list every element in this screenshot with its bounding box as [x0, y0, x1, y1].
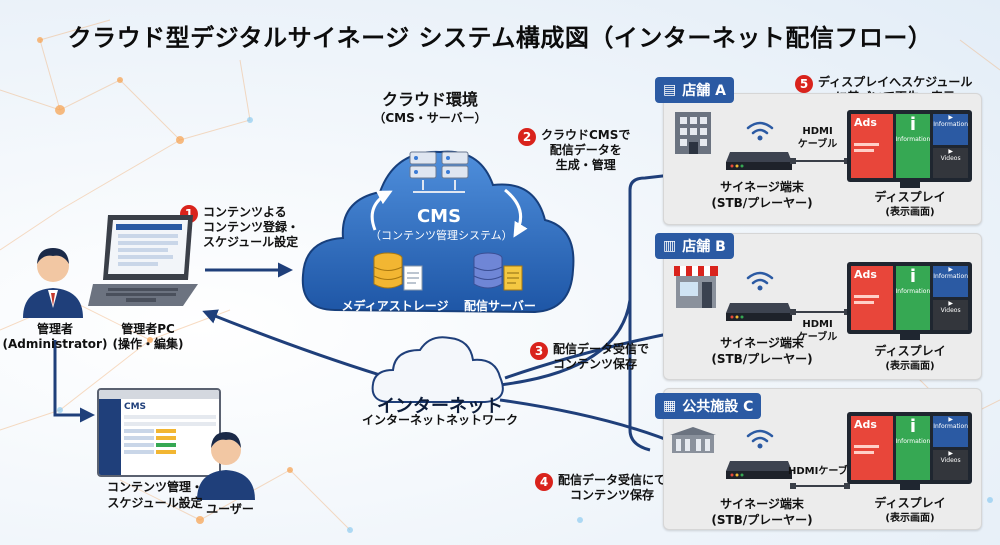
stb-device [726, 461, 792, 479]
page-title: クラウド型デジタルサイネージ システム構成図（インターネット配信フロー） [67, 24, 933, 52]
store-b-tag-label: 店舗 B [682, 239, 726, 255]
admin-pc-sublabel: (操作・編集) [112, 337, 184, 351]
wifi-icon [746, 429, 774, 449]
store-b-display-label: ディスプレイ [874, 344, 946, 358]
store-c-stb-label: サイネージ端末 [720, 497, 804, 511]
user-cms-window: CMS [97, 388, 221, 477]
store-c-stb-sub: (STB/プレーヤー) [711, 513, 813, 527]
store-c-cable-label: HDMIケーブル [788, 466, 858, 477]
store-b-cable-label: HDMI ケーブル [797, 319, 838, 343]
step-2-text: クラウドCMSで 配信データを 生成・管理 [541, 128, 631, 172]
store-a-stb-label: サイネージ端末 [720, 180, 804, 194]
step-2: 2 クラウドCMSで 配信データを 生成・管理 [518, 128, 630, 173]
arrow-admin-to-user [53, 340, 95, 423]
shop-front-icon [674, 266, 718, 308]
media-storage-label: メディアストレージ [341, 299, 449, 313]
info-video-tile: ▶Information [933, 266, 968, 297]
internet-title: インターネット [377, 396, 503, 417]
user-label: ユーザー [206, 502, 254, 516]
store-c-tag-label: 公共施設 C [682, 399, 754, 415]
step-3-text: 配信データ受信で コンテンツ保存 [553, 342, 650, 371]
ads-tile: Ads [851, 266, 893, 330]
wifi-icon [746, 121, 774, 141]
stb-device [726, 303, 792, 321]
hdmi-cable [790, 483, 850, 489]
store-b-stb-label: サイネージ端末 [720, 336, 804, 350]
office-building-icon [675, 112, 711, 154]
step-2-number: 2 [518, 128, 536, 146]
cloud-heading-sub: （CMS・サーバー） [373, 111, 487, 125]
cms-title: CMS [416, 206, 462, 227]
ads-tile: Ads [851, 114, 893, 178]
step-1: 1 コンテンツよる コンテンツ登録・ スケジュール設定 [180, 205, 299, 250]
store-icon: ▤ [663, 82, 677, 98]
display-stand [900, 334, 920, 340]
cms-server-icon [409, 151, 469, 193]
media-storage-icon [373, 252, 423, 291]
arrow-internet-to-admin [202, 309, 381, 377]
admin-label: 管理者 [36, 322, 73, 336]
store-b-display-sub: (表示画面) [885, 361, 935, 372]
store-b-tag: ▥ 店舗 B [655, 233, 734, 259]
store-a-tag-label: 店舗 A [682, 83, 726, 99]
video-tile: ▶Videos [933, 147, 968, 178]
display-stand [900, 182, 920, 188]
store-c-display-sub: (表示画面) [885, 513, 935, 524]
admin-person-icon [23, 248, 83, 318]
store-a-display-sub: (表示画面) [885, 207, 935, 218]
step-5-number: 5 [795, 75, 813, 93]
display-stand [900, 484, 920, 490]
video-tile: ▶Videos [933, 449, 968, 480]
step-3: 3 配信データ受信で コンテンツ保存 [530, 342, 649, 372]
wifi-icon [746, 271, 774, 291]
hdmi-cable [790, 158, 850, 164]
store-c-tag: ▦ 公共施設 C [655, 393, 762, 419]
cloud-heading: クラウド環境 [381, 90, 478, 109]
info-video-tile: ▶Information [933, 416, 968, 447]
step-4: 4 配信データ受信にて コンテンツ保存 [535, 473, 666, 503]
store-a-tag: ▤ 店舗 A [655, 77, 734, 103]
user-screen-label: コンテンツ管理・ スケジュール設定 [106, 480, 203, 510]
ads-tile: Ads [851, 416, 893, 480]
distribution-server-icon [473, 252, 523, 291]
info-video-tile: ▶Information [933, 114, 968, 145]
internet-cloud [371, 336, 504, 403]
user-person-icon [197, 432, 255, 500]
internet-subtitle: インターネットネットワーク [361, 413, 518, 427]
step-4-text: 配信データ受信にて コンテンツ保存 [558, 473, 667, 502]
step-3-number: 3 [530, 342, 548, 360]
arrow-to-store-a [499, 163, 718, 387]
admin-laptop-icon [88, 215, 198, 306]
admin-sublabel: (Administrator) [2, 337, 108, 351]
sync-arrows [370, 188, 528, 238]
building-icon: ▥ [663, 238, 677, 254]
stb-device [726, 152, 792, 170]
step-1-text: コンテンツよる コンテンツ登録・ スケジュール設定 [203, 205, 300, 249]
step-4-number: 4 [535, 473, 553, 491]
user-cms-app-title: CMS [124, 402, 147, 412]
store-a-cable-label: HDMI ケーブル [797, 126, 838, 150]
hdmi-cable [790, 309, 850, 315]
cms-subtitle: （コンテンツ管理システム） [370, 229, 513, 242]
store-c-display-label: ディスプレイ [874, 496, 946, 510]
admin-pc-label: 管理者PC [121, 322, 175, 336]
video-tile: ▶Videos [933, 299, 968, 330]
facility-icon: ▦ [663, 398, 677, 414]
store-a-display-label: ディスプレイ [874, 190, 946, 204]
store-a-stb-sub: (STB/プレーヤー) [711, 196, 813, 210]
public-facility-icon [670, 427, 716, 453]
store-b-stb-sub: (STB/プレーヤー) [711, 352, 813, 366]
distribution-server-label: 配信サーバー [464, 299, 536, 313]
